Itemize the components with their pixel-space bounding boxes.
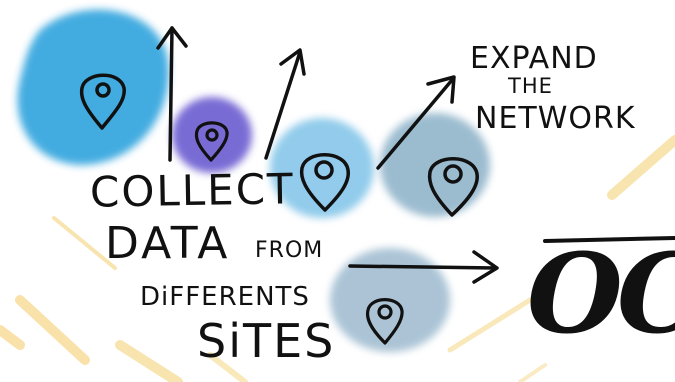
- expand-line-3: NETWORK: [475, 101, 636, 136]
- expand-line-2: THE: [508, 74, 553, 98]
- map-pin-icon: [365, 298, 404, 345]
- arrow-up-icon: [264, 48, 306, 160]
- yellow-streaks: [0, 135, 675, 382]
- headline-differents: DiFFERENTS: [140, 282, 310, 312]
- headline-collect: COLLECT: [89, 164, 296, 217]
- map-pin-icon: [427, 157, 479, 217]
- blob-light-blue: [270, 118, 374, 218]
- headline-data: DATA: [105, 218, 231, 269]
- logo: OC: [525, 237, 675, 382]
- arrow-right-icon: [348, 250, 499, 284]
- headline-from: FROM: [255, 238, 324, 263]
- map-pin-icon: [194, 121, 229, 162]
- blob-purple: [172, 97, 252, 173]
- blob-blue: [17, 9, 169, 166]
- headline-sites: SiTES: [197, 314, 336, 368]
- arrow-up-icon: [156, 26, 188, 162]
- map-pin-icon: [79, 73, 126, 130]
- logo-text: OC: [527, 237, 675, 358]
- arrow-up-icon: [376, 75, 456, 170]
- map-pin-icon: [299, 153, 350, 212]
- logo-overline: [543, 236, 675, 243]
- expand-line-1: EXPAND: [470, 41, 598, 76]
